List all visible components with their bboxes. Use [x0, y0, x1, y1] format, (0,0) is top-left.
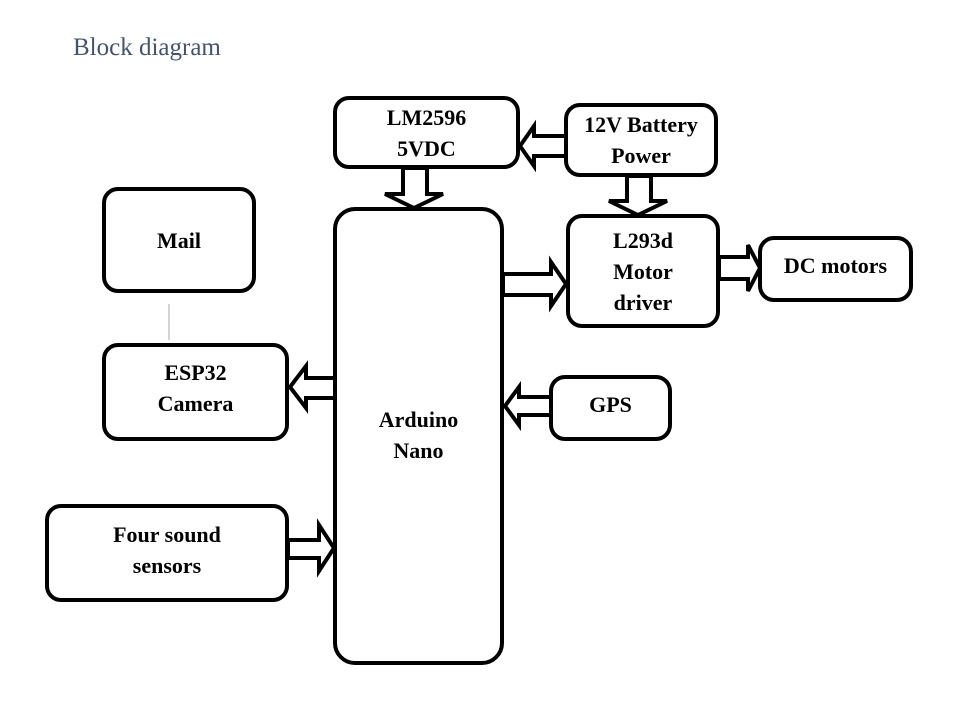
block-mail: Mail — [102, 187, 256, 293]
block-esp32-camera-label: ESP32 Camera — [157, 360, 234, 416]
block-lm2596: LM2596 5VDC — [333, 96, 520, 169]
block-esp32-camera: ESP32 Camera — [102, 343, 289, 441]
arrow-sound-to-arduino — [286, 518, 337, 578]
block-four-sound-sensors-label: Four sound sensors — [113, 522, 221, 578]
block-mail-label: Mail — [157, 227, 201, 253]
block-gps-label: GPS — [589, 392, 632, 417]
diagram-title: Block diagram — [73, 34, 221, 61]
block-12v-battery: 12V Battery Power — [564, 103, 718, 177]
block-dc-motors-label: DC motors — [783, 253, 888, 278]
arrow-arduino-to-l293d — [501, 255, 569, 313]
block-arduino-nano-label: Arduino Nano — [378, 407, 459, 463]
arrow-gps-to-arduino — [502, 380, 554, 432]
block-gps: GPS — [549, 375, 672, 441]
arrow-battery-to-lm2596 — [517, 119, 568, 173]
block-dc-motors: DC motors — [758, 236, 913, 302]
block-12v-battery-label: 12V Battery Power — [584, 112, 698, 168]
arrow-lm2596-to-arduino — [384, 166, 444, 211]
arrow-l293d-to-dcmotors — [717, 244, 763, 292]
block-arduino-nano: Arduino Nano — [333, 207, 504, 665]
block-lm2596-label: LM2596 5VDC — [386, 104, 467, 161]
block-four-sound-sensors: Four sound sensors — [45, 504, 289, 602]
arrow-battery-to-l293d — [608, 174, 668, 218]
block-l293d: L293d Motor driver — [566, 214, 720, 328]
block-l293d-label: L293d Motor driver — [613, 227, 673, 315]
arrow-arduino-to-esp32 — [287, 360, 338, 414]
